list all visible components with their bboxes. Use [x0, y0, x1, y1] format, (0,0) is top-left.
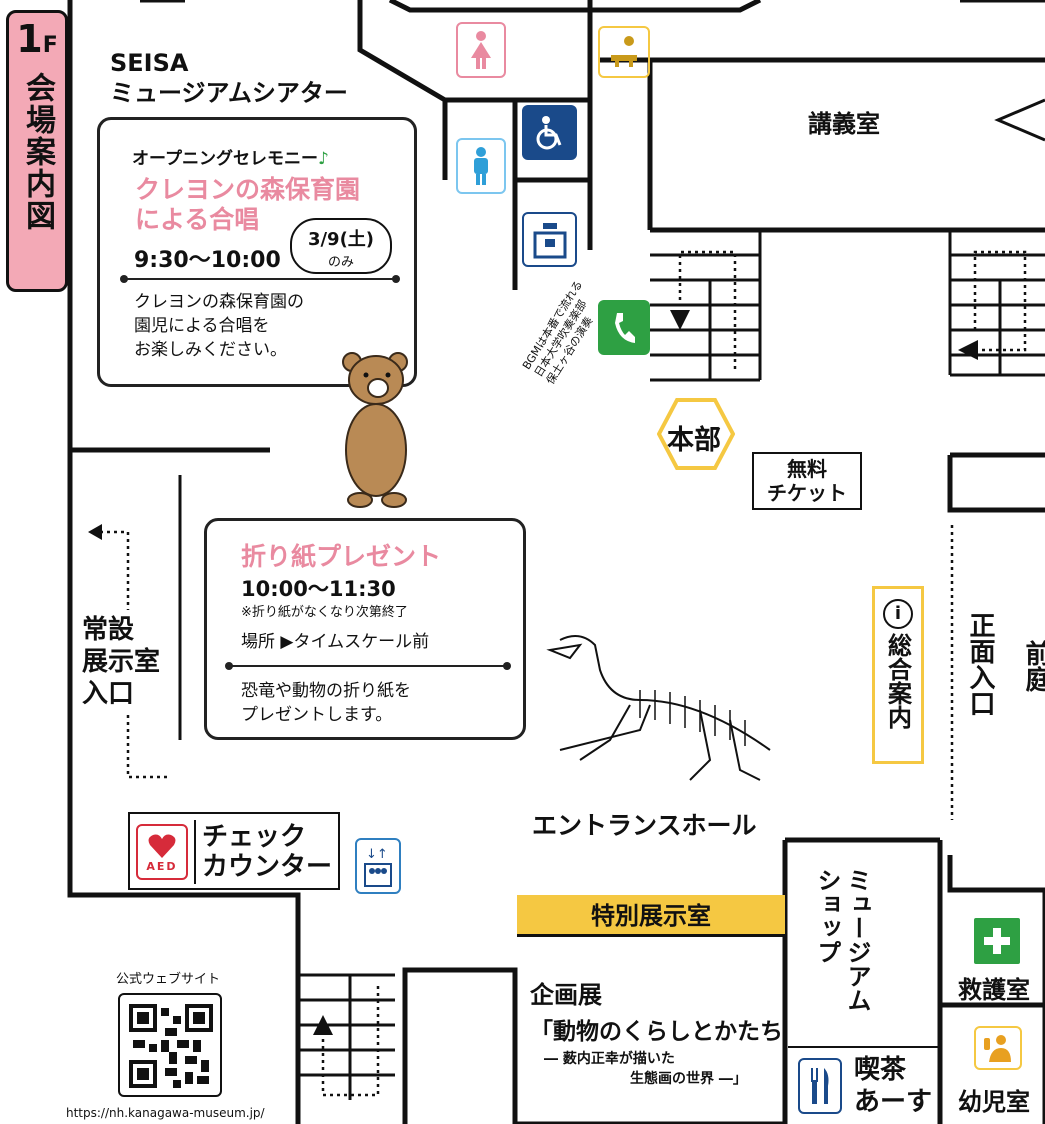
- bear-mascot: [342, 352, 408, 508]
- elevator-icon: ↓↑: [355, 838, 401, 894]
- special-exhibition-info: 企画展 「動物のくらしとかたち ― 薮内正幸が描いた 生態画の世界 ―」: [530, 981, 783, 1087]
- locker-icon: [522, 212, 577, 267]
- free-ticket-booth: 無料 チケット: [752, 452, 862, 510]
- origami-place: 場所 ▶タイムスケール前: [241, 632, 430, 652]
- permanent-exhibit-entrance: 常設 展示室 入口: [82, 615, 161, 709]
- theater-name: SEISA ミュージアムシアター: [110, 49, 348, 107]
- mens-restroom-icon: [456, 138, 506, 194]
- front-garden-label: 前庭: [1021, 640, 1045, 692]
- floor-number: 1F: [16, 17, 58, 61]
- svg-text:↓↑: ↓↑: [366, 847, 388, 862]
- accessible-restroom-icon: [522, 105, 577, 160]
- womens-restroom-icon: [456, 22, 506, 78]
- ceremony-description: クレヨンの森保育園の 園児による合唱を お楽しみください。: [134, 292, 304, 360]
- check-counter: AED チェック カウンター: [128, 812, 340, 890]
- qr-code-icon: [118, 993, 222, 1097]
- aed-icon: AED: [136, 824, 188, 880]
- nursing-room-icon: [974, 1026, 1022, 1070]
- baby-changing-icon: [598, 26, 650, 78]
- ceremony-time: 9:30〜10:00: [134, 248, 281, 273]
- special-exhibit-header: 特別展示室: [517, 895, 785, 937]
- music-note-icon: ♪: [317, 149, 329, 169]
- phone-icon: [598, 300, 650, 355]
- museum-shop-label: ミュージアムショップ: [813, 868, 871, 1012]
- floor-title: 会場案内図: [20, 72, 55, 232]
- website-label: 公式ウェブサイト: [116, 972, 221, 987]
- floor-tab: 1F 会場案内図: [6, 10, 68, 292]
- ceremony-card: オープニングセレモニー♪ クレヨンの森保育園 による合唱 9:30〜10:00 …: [97, 117, 417, 387]
- ceremony-header: オープニングセレモニー♪: [132, 149, 329, 169]
- check-counter-label: チェック カウンター: [202, 822, 333, 882]
- first-aid-icon: [974, 918, 1020, 964]
- date-badge: 3/9(土) のみ: [290, 218, 392, 274]
- ceremony-title: クレヨンの森保育園 による合唱: [135, 175, 361, 234]
- origami-card: 折り紙プレゼント 10:00〜11:30 ※折り紙がなくなり次第終了 場所 ▶タ…: [204, 518, 526, 740]
- information-desk: i 総合案内: [872, 586, 924, 764]
- headquarters: 本部: [657, 398, 735, 470]
- info-icon: i: [883, 599, 913, 629]
- main-entrance-label: 正面入口: [965, 612, 995, 716]
- website-url[interactable]: https://nh.kanagawa-museum.jp/: [66, 1106, 265, 1120]
- restaurant-icon: [798, 1058, 842, 1114]
- first-aid-room-label: 救護室: [958, 976, 1030, 1004]
- entrance-hall-label: エントランスホール: [532, 811, 757, 840]
- cafe: 喫茶 あーす: [788, 1046, 938, 1122]
- dinosaur-skeleton: [546, 635, 771, 781]
- cafe-label: 喫茶 あーす: [854, 1055, 933, 1117]
- origami-description: 恐竜や動物の折り紙を プレゼントします。: [241, 681, 411, 725]
- origami-title: 折り紙プレゼント: [241, 542, 442, 571]
- origami-time: 10:00〜11:30: [241, 577, 396, 601]
- origami-note: ※折り紙がなくなり次第終了: [241, 605, 408, 620]
- lecture-room-label: 講義室: [808, 110, 880, 138]
- nursery-label: 幼児室: [958, 1088, 1030, 1116]
